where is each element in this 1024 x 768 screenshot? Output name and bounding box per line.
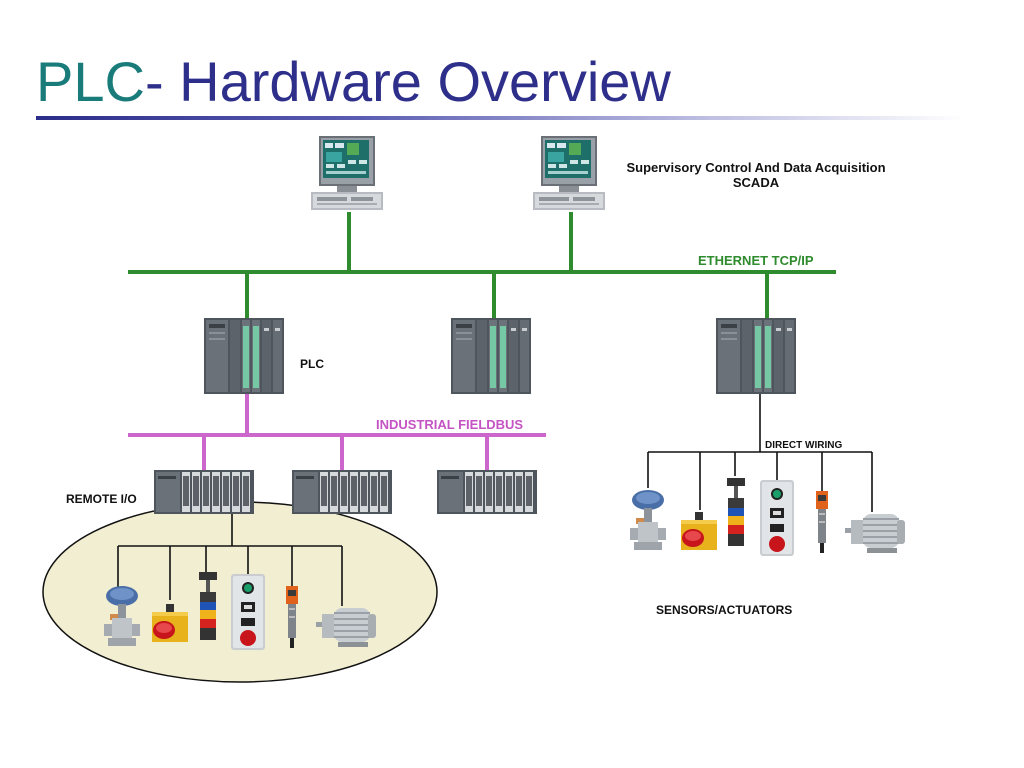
remote-io-wiring xyxy=(117,514,343,606)
scada-label-line2: SCADA xyxy=(732,175,780,190)
title-underline xyxy=(36,116,966,120)
sensors-actuators-label: SENSORS/ACTUATORS xyxy=(656,603,793,617)
proximity-sensor-icon xyxy=(816,491,828,553)
scada-workstation-icon xyxy=(311,136,383,210)
io-module-icon xyxy=(154,470,254,514)
control-valve-icon xyxy=(630,490,666,550)
plc-label: PLC xyxy=(300,357,324,371)
plc-rack-icon xyxy=(451,318,531,394)
signal-tower-icon xyxy=(727,478,745,546)
io-module-icon xyxy=(292,470,392,514)
plc-rack-icon xyxy=(204,318,284,394)
electric-motor-icon xyxy=(845,514,905,553)
scada-label: Supervisory Control And Data Acquisition… xyxy=(606,160,906,190)
slide-title: PLC- Hardware Overview xyxy=(36,50,671,114)
direct-wiring-label: DIRECT WIRING xyxy=(765,440,843,451)
remote-io-label: REMOTE I/O xyxy=(66,492,137,506)
ethernet-bus xyxy=(128,212,836,320)
direct-wiring xyxy=(647,394,873,512)
title-accent: PLC xyxy=(36,50,145,113)
scada-workstation-icon xyxy=(533,136,605,210)
title-main: - Hardware Overview xyxy=(144,50,671,113)
push-button-station-icon xyxy=(231,574,265,650)
industrial-fieldbus xyxy=(128,394,546,472)
fieldbus-label: INDUSTRIAL FIELDBUS xyxy=(376,417,524,432)
emergency-stop-icon xyxy=(681,512,717,550)
scada-label-line1: Supervisory Control And Data Acquisition xyxy=(626,160,886,175)
push-button-station-icon xyxy=(760,480,794,556)
plc-rack-icon xyxy=(716,318,796,394)
io-module-icon xyxy=(437,470,537,514)
ethernet-label: ETHERNET TCP/IP xyxy=(698,253,814,268)
